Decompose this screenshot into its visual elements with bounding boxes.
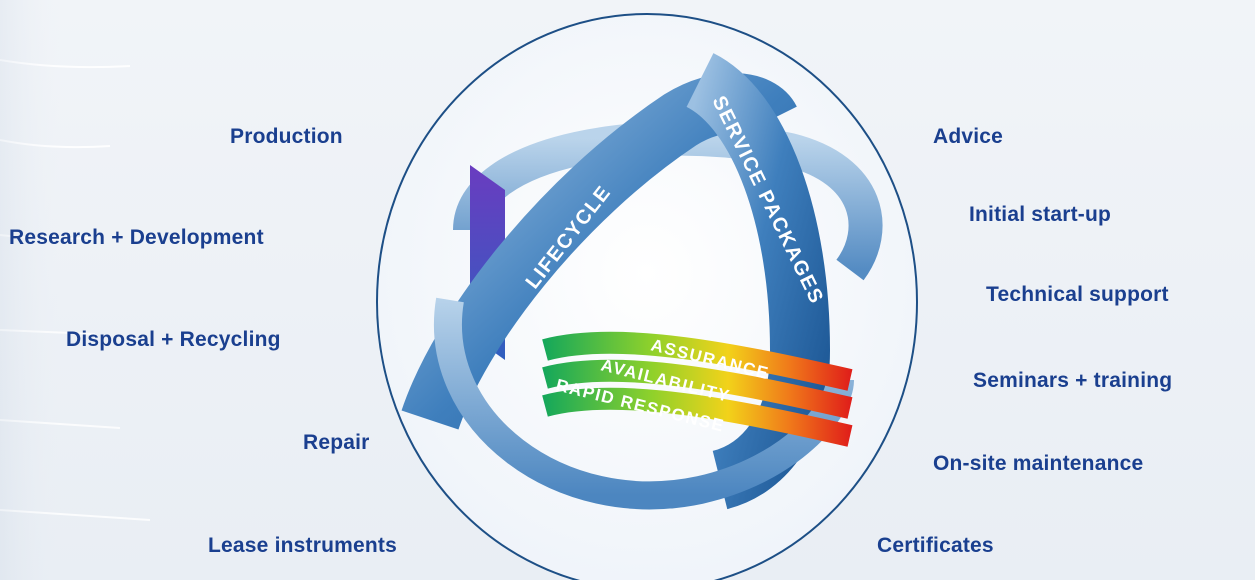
label-repair: Repair — [303, 431, 370, 454]
label-advice: Advice — [933, 125, 1004, 148]
label-lease-instruments: Lease instruments — [208, 534, 397, 557]
label-disposal-recycling: Disposal + Recycling — [66, 328, 281, 351]
label-initial-start-up: Initial start-up — [969, 203, 1112, 226]
label-technical-support: Technical support — [986, 283, 1169, 306]
label-production: Production — [230, 125, 343, 148]
label-on-site-maintenance: On-site maintenance — [933, 452, 1144, 475]
ring-rainbow — [542, 331, 853, 447]
label-research-development: Research + Development — [9, 226, 264, 249]
label-certificates: Certificates — [877, 534, 994, 557]
label-seminars-training: Seminars + training — [973, 369, 1173, 392]
